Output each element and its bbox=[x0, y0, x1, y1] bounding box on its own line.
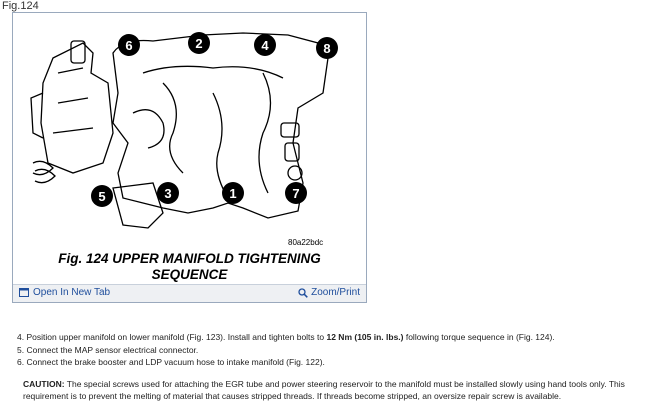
step-4: 4. Position upper manifold on lower mani… bbox=[17, 332, 555, 342]
caption-line-2: SEQUENCE bbox=[151, 267, 228, 282]
svg-text:1: 1 bbox=[229, 186, 236, 201]
magnifier-icon bbox=[298, 287, 308, 298]
step-6: 6. Connect the brake booster and LDP vac… bbox=[17, 357, 325, 367]
step-5: 5. Connect the MAP sensor electrical con… bbox=[17, 344, 199, 355]
bolt-7: 7 bbox=[285, 182, 307, 204]
bolt-2: 2 bbox=[188, 32, 210, 54]
svg-text:8: 8 bbox=[323, 41, 330, 56]
svg-text:7: 7 bbox=[292, 186, 299, 201]
image-code: 80a22bdc bbox=[288, 238, 324, 247]
caution-label: CAUTION: bbox=[23, 379, 65, 389]
figure-label: Fig.124 bbox=[2, 0, 39, 12]
caution-note: CAUTION: The special screws used for att… bbox=[23, 378, 643, 402]
zoom-print-label: Zoom/Print bbox=[311, 287, 360, 298]
bolt-3: 3 bbox=[157, 182, 179, 204]
torque-value: 12 Nm (105 in. lbs.) bbox=[326, 332, 404, 342]
bolt-5: 5 bbox=[91, 185, 113, 207]
svg-text:3: 3 bbox=[164, 186, 171, 201]
bolt-6: 6 bbox=[118, 34, 140, 56]
bolt-4: 4 bbox=[254, 34, 276, 56]
svg-text:4: 4 bbox=[261, 38, 269, 53]
manifold-drawing: 6 2 4 8 5 3 1 7 bbox=[30, 32, 338, 229]
bolt-8: 8 bbox=[316, 37, 338, 59]
open-new-tab-label: Open In New Tab bbox=[33, 287, 111, 298]
bolt-callouts: 6 2 4 8 5 3 1 7 bbox=[91, 32, 338, 207]
svg-text:5: 5 bbox=[98, 189, 105, 204]
caution-text: The special screws used for attaching th… bbox=[23, 379, 625, 401]
figure-container: 6 2 4 8 5 3 1 7 80a22bdc Fig. 124 UPPER … bbox=[12, 12, 367, 303]
bolt-1: 1 bbox=[222, 182, 244, 204]
figure-caption: Fig. 124 UPPER MANIFOLD TIGHTENING SEQUE… bbox=[13, 251, 366, 283]
open-new-tab-link[interactable]: Open In New Tab bbox=[19, 287, 110, 298]
caption-line-1: Fig. 124 UPPER MANIFOLD TIGHTENING bbox=[58, 251, 321, 266]
svg-text:6: 6 bbox=[125, 38, 132, 53]
procedure-steps: 4. Position upper manifold on lower mani… bbox=[17, 331, 555, 369]
zoom-print-link[interactable]: Zoom/Print bbox=[298, 287, 360, 298]
new-tab-icon bbox=[19, 288, 29, 297]
figure-toolbar: Open In New Tab Zoom/Print bbox=[13, 284, 366, 302]
svg-text:2: 2 bbox=[195, 36, 202, 51]
